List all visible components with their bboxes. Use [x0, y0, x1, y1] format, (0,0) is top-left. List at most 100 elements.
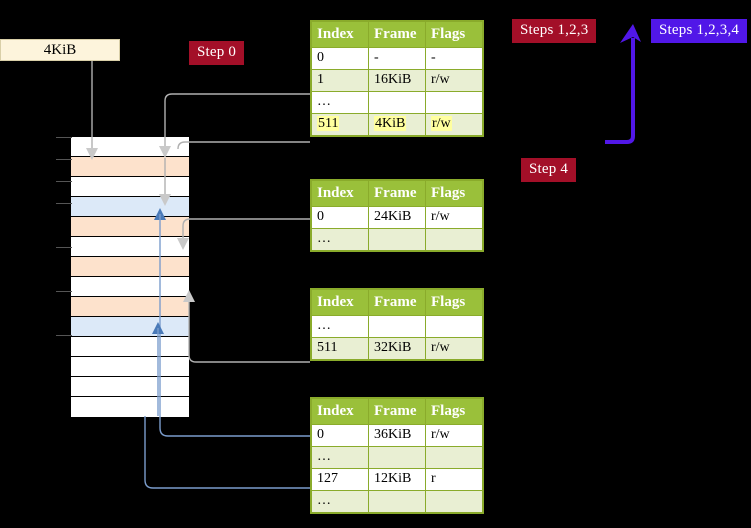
- memory-frame-row: [71, 217, 189, 237]
- cell-frame: 16KiB: [368, 69, 426, 92]
- memory-frame-row: [71, 197, 189, 217]
- cell-flags: [425, 91, 483, 114]
- column-header-flags: Flags: [425, 21, 483, 48]
- steps-1234-badge: Steps 1,2,3,4: [651, 19, 748, 43]
- memory-tick: [56, 291, 72, 292]
- memory-frame-row: [71, 157, 189, 177]
- step-0-label: Step 0: [197, 44, 237, 60]
- column-header-frame: Frame: [368, 180, 426, 207]
- memory-frame-row: [71, 237, 189, 257]
- cell-index: …: [311, 446, 369, 469]
- step-4-label: Step 4: [529, 161, 569, 177]
- memory-size-label: 4KiB: [43, 41, 77, 58]
- cell-frame: 24KiB: [368, 206, 426, 229]
- table-row: 0--: [311, 47, 483, 70]
- cell-index: …: [311, 91, 369, 114]
- cell-flags: r/w: [425, 113, 483, 136]
- column-header-flags: Flags: [425, 180, 483, 207]
- cell-flags: [425, 315, 483, 338]
- column-header-frame: Frame: [368, 289, 426, 316]
- cell-frame: [368, 446, 426, 469]
- memory-frame-row: [71, 377, 189, 397]
- cell-frame: 4KiB: [368, 113, 426, 136]
- memory-size-box: 4KiB: [0, 39, 120, 61]
- cell-frame: [368, 228, 426, 251]
- steps-123-badge: Steps 1,2,3: [512, 19, 597, 43]
- memory-frame-row: [71, 137, 189, 157]
- table-row: …: [311, 315, 483, 338]
- column-header-index: Index: [311, 180, 369, 207]
- memory-tick: [56, 137, 72, 138]
- memory-frame-row: [71, 297, 189, 317]
- cell-index: …: [311, 315, 369, 338]
- cell-frame: [368, 490, 426, 513]
- memory-frame-row: [71, 317, 189, 337]
- cell-index: 511: [311, 337, 369, 360]
- cell-flags: -: [425, 47, 483, 70]
- cell-index: 511: [311, 113, 369, 136]
- cell-frame: [368, 315, 426, 338]
- memory-frame-row: [71, 277, 189, 297]
- cell-flags: r/w: [425, 206, 483, 229]
- cell-flags: r: [425, 468, 483, 491]
- cell-index: 0: [311, 424, 369, 447]
- memory-frame-row: [71, 177, 189, 197]
- memory-tick: [56, 203, 72, 204]
- steps-1234-label: Steps 1,2,3,4: [659, 22, 740, 38]
- physical-memory-column: [70, 136, 190, 417]
- column-header-index: Index: [311, 21, 369, 48]
- memory-tick: [56, 335, 72, 336]
- memory-frame-row: [71, 257, 189, 277]
- cell-index: 0: [311, 47, 369, 70]
- cell-flags: [425, 490, 483, 513]
- table-row: …: [311, 228, 483, 251]
- column-header-flags: Flags: [425, 398, 483, 425]
- column-header-index: Index: [311, 289, 369, 316]
- cell-flags: r/w: [425, 69, 483, 92]
- cell-index: …: [311, 228, 369, 251]
- memory-tick: [56, 159, 72, 160]
- cell-flags: [425, 228, 483, 251]
- table-row: …: [311, 446, 483, 469]
- cell-index: 127: [311, 468, 369, 491]
- column-header-frame: Frame: [368, 21, 426, 48]
- cell-index: …: [311, 490, 369, 513]
- column-header-flags: Flags: [425, 289, 483, 316]
- cell-index: 0: [311, 206, 369, 229]
- table-row: …: [311, 91, 483, 114]
- table-row: …: [311, 490, 483, 513]
- step-4-badge: Step 4: [521, 158, 577, 182]
- memory-frame-row: [71, 357, 189, 377]
- column-header-frame: Frame: [368, 398, 426, 425]
- cell-flags: r/w: [425, 424, 483, 447]
- memory-tick: [56, 181, 72, 182]
- cell-frame: 36KiB: [368, 424, 426, 447]
- cell-flags: r/w: [425, 337, 483, 360]
- cell-frame: -: [368, 47, 426, 70]
- cell-flags: [425, 446, 483, 469]
- cell-frame: [368, 91, 426, 114]
- cell-frame: 32KiB: [368, 337, 426, 360]
- steps-123-label: Steps 1,2,3: [520, 22, 589, 38]
- memory-frame-row: [71, 337, 189, 357]
- step-0-badge: Step 0: [189, 41, 245, 65]
- cell-index: 1: [311, 69, 369, 92]
- cell-frame: 12KiB: [368, 468, 426, 491]
- memory-frame-row: [71, 397, 189, 417]
- memory-tick: [56, 247, 72, 248]
